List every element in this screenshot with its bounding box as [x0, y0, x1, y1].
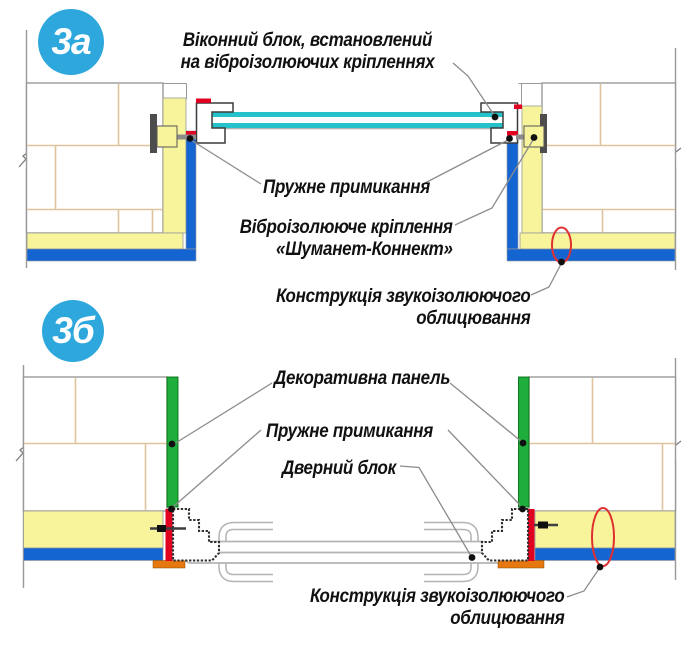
anchor-dots-b: [168, 439, 604, 571]
label-door-block: Дверний блок: [282, 457, 397, 479]
diagram-a-drawing: [18, 30, 682, 296]
leader-lines-b: [172, 382, 601, 598]
board-blue: [185, 130, 197, 250]
label-elastic-junction-a: Пружне примикання: [263, 176, 430, 198]
label-cladding-b-line1: Конструкція звукоізолюючого: [309, 585, 565, 607]
label-elastic-junction-b: Пружне примикання: [266, 420, 433, 442]
badge-3b: 3б: [42, 300, 104, 362]
label-vibro-mount: Віброізолююче кріплення «Шуманет-Коннект…: [240, 216, 453, 260]
cladding-b-left: [23, 510, 164, 561]
anchor-dots-a: [186, 113, 565, 266]
frame-anchor-right: [534, 521, 558, 529]
sill-right: [497, 560, 545, 569]
masonry-wall-b-left: [22, 376, 168, 512]
label-window-block: Віконний блок, встановлений на віброізол…: [170, 29, 444, 73]
cladding-b-right: [534, 510, 676, 561]
label-cladding-a: Конструкція звукоізолюючого облицювання: [275, 285, 531, 329]
label-vibro-mount-line2: «Шуманет-Коннект»: [276, 238, 453, 260]
elastic-seals-a: [186, 98, 522, 136]
masonry-wall-a-right: [518, 82, 677, 234]
label-cladding-b-line2: облицювання: [449, 607, 565, 629]
label-vibro-mount-line1: Віброізолююче кріплення: [240, 216, 453, 238]
label-window-block-line1: Віконний блок, встановлений: [182, 29, 433, 51]
door-leaf: [185, 521, 515, 583]
door-frame-right: [480, 507, 530, 562]
elastic-seal-b-left: [165, 509, 173, 561]
elastic-seal-b-right: [527, 509, 535, 561]
diagram-b-drawing: [15, 358, 682, 598]
glazing-unit: [210, 112, 505, 130]
label-cladding-a-line1: Конструкція звукоізолюючого: [275, 285, 531, 307]
label-cladding-a-line2: облицювання: [415, 307, 531, 329]
leader-lines-a: [190, 62, 562, 296]
label-window-block-line2: на віброізолюючих кріпленнях: [180, 51, 435, 73]
masonry-wall-a-left: [25, 82, 187, 234]
badge-3a: 3а: [38, 9, 104, 75]
cladding-a-left: [26, 97, 197, 262]
window-frame-left: [195, 102, 234, 144]
label-cladding-b: Конструкція звукоізолюючого облицювання: [309, 585, 565, 629]
insulation-yellow: [162, 97, 187, 234]
sill-left: [152, 560, 186, 569]
vibro-fastener-left: [150, 114, 196, 153]
label-decorative-panel: Декоративна панель: [274, 367, 451, 389]
door-frame-left: [171, 507, 221, 562]
frame-anchor-left: [150, 525, 186, 532]
masonry-wall-b-right: [519, 376, 677, 512]
